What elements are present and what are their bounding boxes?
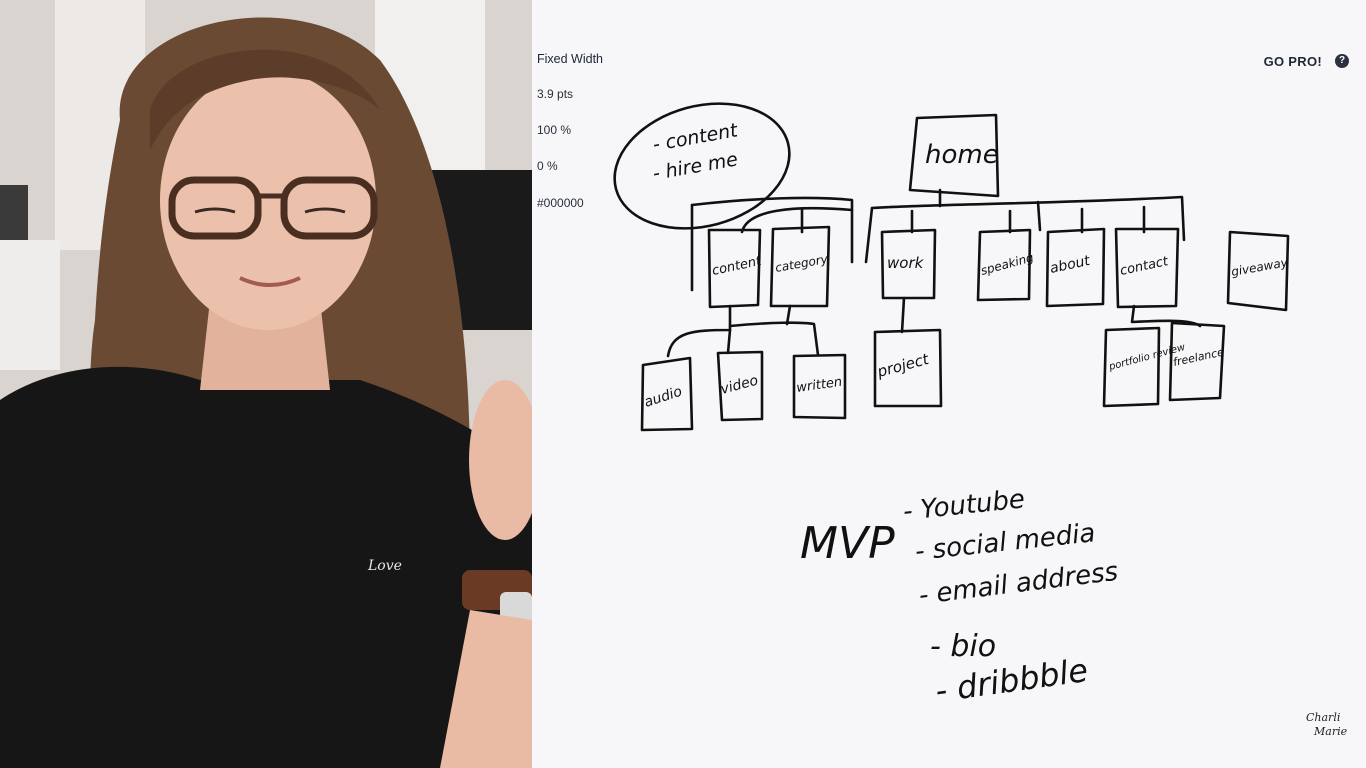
color-option[interactable]: #000000: [537, 196, 584, 210]
mvp-item-social-media: - social media: [914, 518, 1097, 567]
video-label: video: [719, 373, 760, 398]
help-icon[interactable]: ?: [1335, 54, 1349, 68]
watermark-line-2: Marie: [1313, 725, 1348, 738]
project-label: project: [874, 350, 931, 381]
stroke-size-option[interactable]: 3.9 pts: [537, 87, 574, 101]
home-label: home: [925, 140, 999, 170]
audio-label: audio: [642, 384, 684, 411]
sitemap-sketch: - content - hire me home content categor…: [613, 102, 1290, 710]
note-bubble: [613, 102, 791, 230]
home-box: [908, 113, 1000, 198]
work-label: work: [887, 254, 925, 272]
written-label: written: [795, 375, 843, 396]
smoothing-option[interactable]: 0 %: [537, 159, 558, 173]
content-label: content: [711, 254, 764, 279]
svg-text:Love: Love: [367, 558, 402, 574]
drawing-canvas[interactable]: Fixed Width 3.9 pts 100 % 0 % #000000 GO…: [532, 0, 1366, 768]
mvp-label: MVP: [800, 518, 895, 569]
mvp-item-bio: - bio: [930, 629, 996, 664]
about-label: about: [1049, 253, 1092, 277]
presenter-video: Love: [0, 0, 532, 768]
watermark-line-1: Charli: [1306, 711, 1340, 724]
opacity-option[interactable]: 100 %: [537, 123, 572, 137]
category-label: category: [774, 252, 830, 275]
mvp-item-youtube: - Youtube: [902, 484, 1027, 527]
presenter-image: Love: [0, 0, 532, 768]
mvp-item-email-address: - email address: [917, 557, 1120, 611]
speaking-label: speaking: [979, 250, 1035, 278]
contact-label: contact: [1119, 254, 1171, 279]
line-style-option[interactable]: Fixed Width: [537, 52, 603, 66]
giveaway-label: giveaway: [1230, 255, 1290, 279]
charli-marie-logo: Charli Marie: [1306, 711, 1348, 738]
go-pro-button[interactable]: GO PRO!: [1263, 54, 1322, 69]
